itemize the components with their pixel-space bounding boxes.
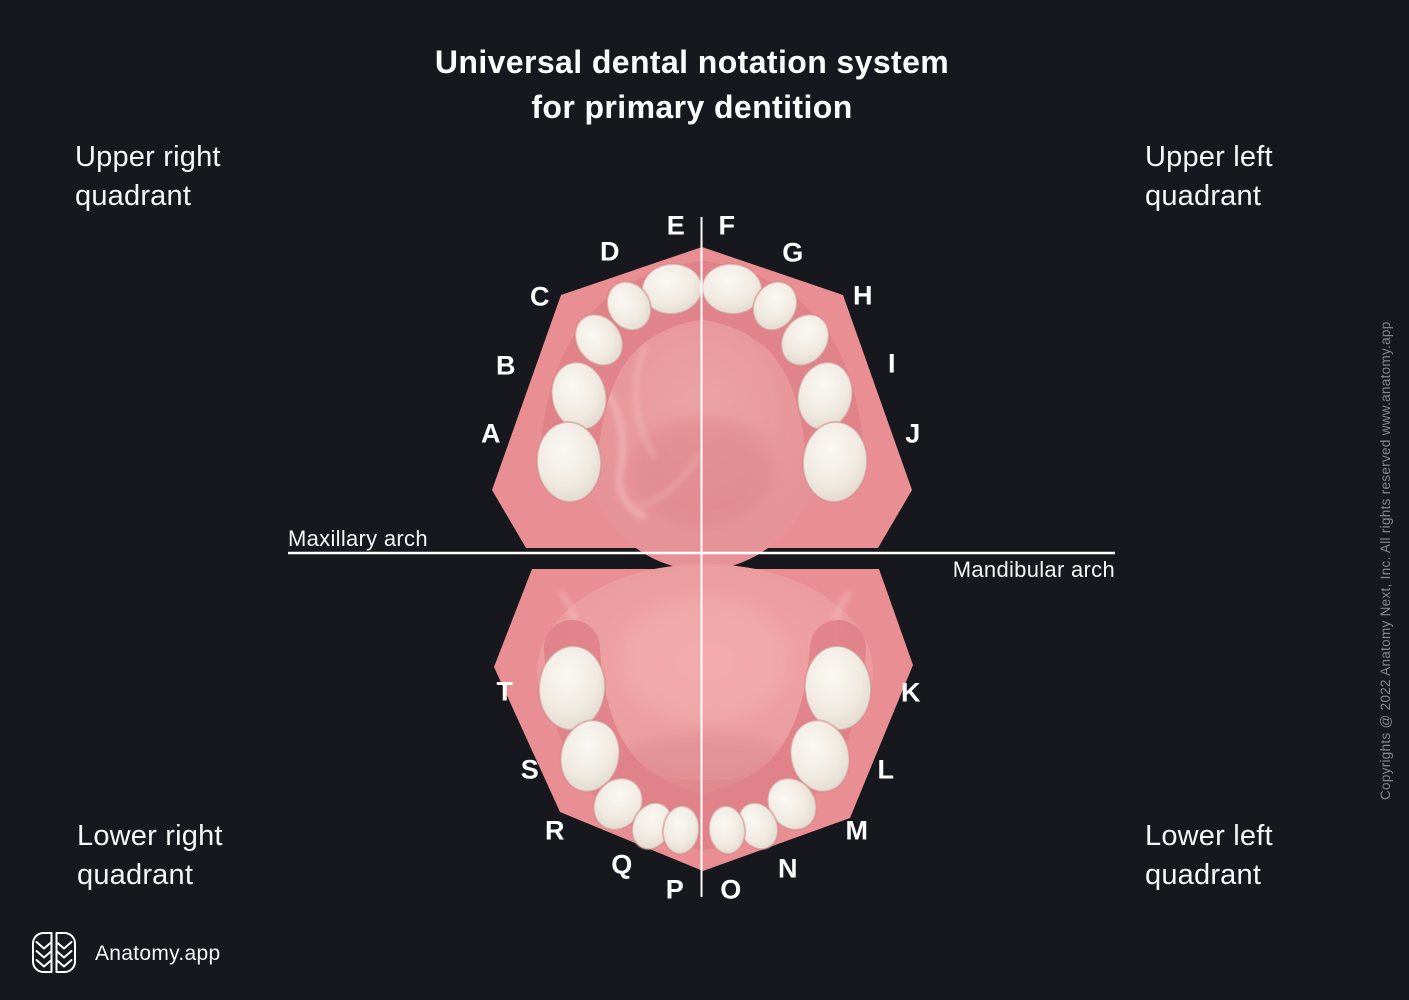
brand-name: Anatomy.app (95, 941, 221, 965)
tooth-label-N: N (778, 853, 798, 884)
tooth-O-shape (707, 805, 747, 855)
tooth-T-shape (537, 645, 607, 731)
tooth-J-shape (801, 421, 869, 503)
upper-teeth (535, 262, 869, 503)
lower-teeth (537, 645, 873, 855)
tooth-L-shape (789, 719, 851, 793)
tooth-label-S: S (520, 754, 540, 785)
quadrant-label-upper-left: Upper left quadrant (1145, 141, 1273, 212)
quadrant-label-upper-right: Upper right quadrant (75, 141, 221, 212)
tooth-label-P: P (665, 874, 685, 905)
tooth-K-shape (803, 645, 873, 731)
tooth-C-shape (574, 313, 624, 367)
brand-footer: Anatomy.app (30, 931, 221, 976)
tooth-label-Q: Q (611, 849, 633, 880)
copyright-text: Copyrights @ 2022 Anatomy Next, Inc. All… (1378, 321, 1393, 800)
page-title: Universal dental notation system for pri… (0, 40, 1384, 130)
maxillary-arch-label: Maxillary arch (288, 526, 428, 551)
floor-highlight (623, 600, 787, 720)
tooth-G-shape (752, 280, 798, 332)
tooth-label-I: I (887, 348, 897, 379)
mandibular-arch-model (494, 564, 913, 871)
tooth-label-C: C (530, 281, 550, 312)
tooth-label-F: F (718, 210, 736, 241)
palate-highlight (597, 378, 648, 521)
tooth-label-L: L (877, 754, 895, 785)
tooth-label-H: H (853, 280, 873, 311)
tooth-P-shape (661, 805, 701, 855)
tooth-label-B: B (496, 350, 516, 381)
page-title-line1: Universal dental notation system (434, 44, 950, 80)
tooth-label-A: A (481, 418, 501, 449)
tooth-label-O: O (720, 874, 742, 905)
tooth-A-shape (535, 421, 603, 503)
brain-logo-icon (32, 932, 76, 973)
quadrant-label-lower-right: Lower right quadrant (77, 820, 223, 891)
palate-highlight (637, 453, 703, 510)
tooth-label-K: K (901, 677, 921, 708)
tooth-D-shape (606, 280, 652, 332)
mandibular-arch-label: Mandibular arch (952, 557, 1115, 582)
tooth-label-E: E (666, 210, 686, 241)
quadrant-label-lower-left: Lower left quadrant (1145, 820, 1273, 891)
tooth-label-M: M (845, 815, 869, 846)
tooth-label-J: J (905, 418, 921, 449)
tooth-S-shape (559, 719, 621, 793)
tooth-H-shape (780, 313, 830, 367)
tooth-label-R: R (545, 815, 565, 846)
tooth-label-D: D (600, 236, 620, 267)
page-title-line2: for primary dentition (531, 89, 853, 125)
tooth-label-G: G (782, 237, 804, 268)
palate-highlight (633, 344, 658, 459)
tooth-label-T: T (496, 676, 514, 707)
